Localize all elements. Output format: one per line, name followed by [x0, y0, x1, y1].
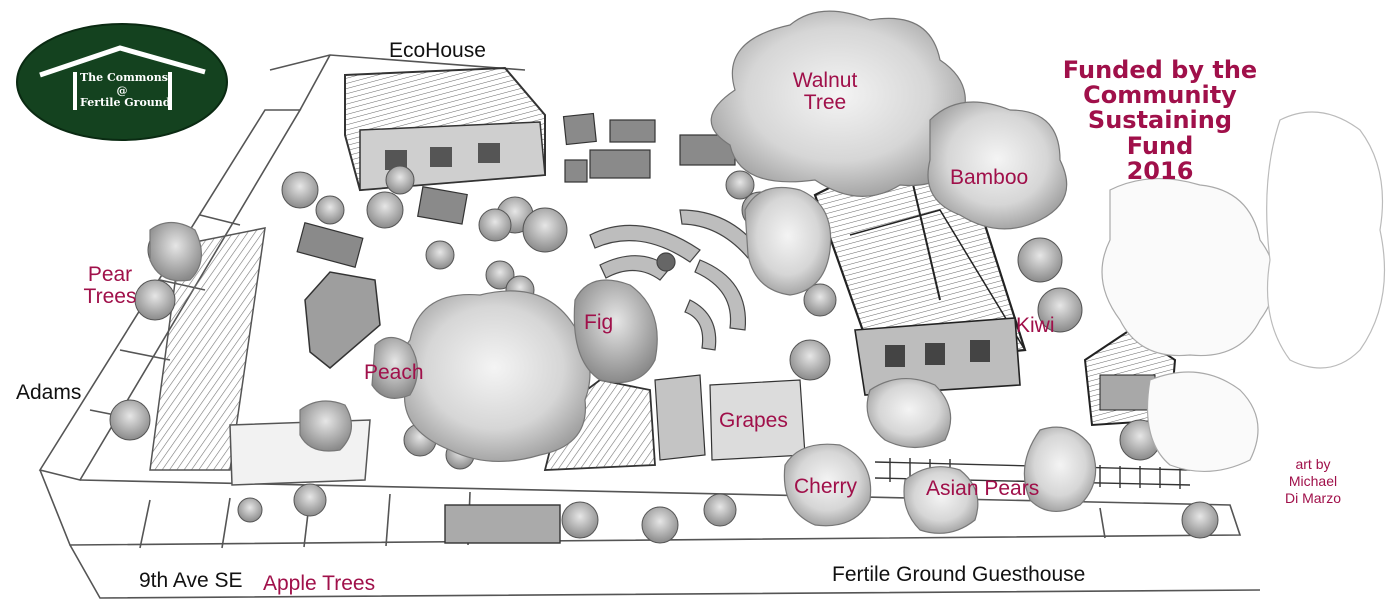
label-cherry: Cherry [794, 475, 858, 498]
label-bamboo: Bamboo [950, 166, 1029, 189]
logo-line-1: The Commons [80, 71, 168, 84]
label-pear-line-1: Pear [87, 263, 133, 286]
pear-hedge [149, 227, 371, 486]
funding-line-3: Sustaining [1087, 106, 1233, 135]
credit-line-2: Michael [1288, 472, 1338, 489]
label-walnut-tree: Walnut Tree [792, 69, 858, 115]
label-pear-line-2: Trees [83, 285, 137, 309]
logo-line-2: @ [116, 83, 128, 97]
label-walnut-line-2: Tree [803, 91, 847, 115]
label-apple-trees: Apple Trees [263, 572, 376, 595]
label-guesthouse: Fertile Ground Guesthouse [832, 563, 1086, 586]
funding-note: Funded by the Community Sustaining Fund … [1040, 56, 1280, 185]
label-walnut-line-1: Walnut [792, 69, 858, 92]
trees [149, 10, 1386, 534]
artist-credit: art by Michael Di Marzo [1268, 456, 1358, 506]
label-asian-pears: Asian Pears [926, 477, 1040, 500]
label-fig: Fig [584, 311, 614, 334]
logo-badge [16, 23, 228, 141]
funding-line-1: Funded by the [1062, 56, 1258, 84]
logo-line-3: Fertile Ground [80, 96, 171, 110]
main-house [813, 148, 1027, 396]
label-pear-trees: Pear Trees [82, 263, 138, 309]
label-peach: Peach [364, 361, 424, 384]
raised-beds [296, 112, 736, 268]
funding-line-2: Community [1083, 81, 1237, 110]
logo-text: The Commons @ Fertile Ground [80, 71, 171, 110]
funding-line-5: 2016 [1126, 156, 1194, 185]
label-grapes: Grapes [719, 409, 788, 432]
label-ecohouse: EcoHouse [389, 39, 486, 62]
label-adams: Adams [16, 381, 82, 404]
label-kiwi: Kiwi [1016, 314, 1055, 337]
credit-line-1: art by [1295, 456, 1331, 472]
credit-line-3: Di Marzo [1284, 489, 1341, 506]
label-9th-ave-se: 9th Ave SE [139, 569, 243, 592]
ecohouse-building [344, 66, 546, 192]
guesthouse-building [1083, 328, 1177, 427]
funding-line-4: Fund [1126, 131, 1194, 160]
